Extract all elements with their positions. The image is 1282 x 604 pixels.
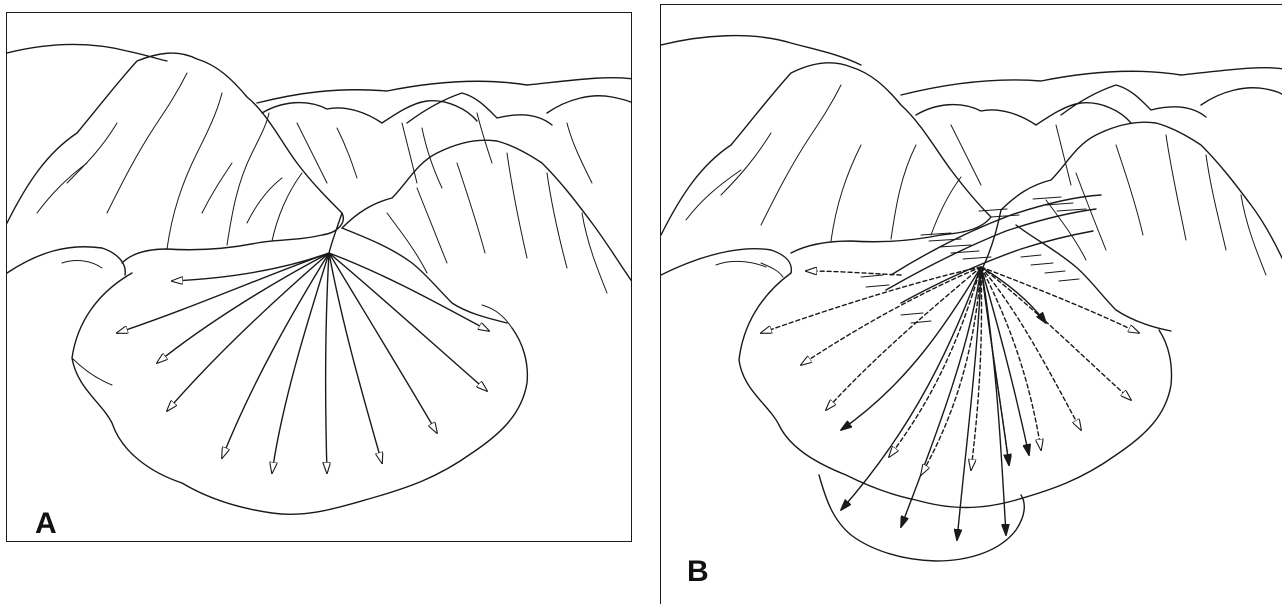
panel-label-b: B: [687, 557, 709, 587]
left-foothills: [7, 247, 125, 275]
horizon-ridge-b: [661, 36, 861, 65]
right-mountain-b: [1001, 122, 1282, 260]
right-mountain: [342, 140, 632, 283]
left-mountain: [7, 53, 343, 263]
alluvial-fan-sketch-a: [7, 13, 632, 542]
alluvial-fan-sketch-b: [661, 5, 1282, 604]
panel-label-a: A: [35, 509, 57, 539]
diagram-panel-b: B: [660, 4, 1282, 604]
flow-arrows-a: [117, 253, 489, 473]
fan-lobe-b: [819, 475, 1024, 561]
left-mountain-b: [661, 63, 991, 253]
central-hills: [262, 101, 477, 123]
fan-outline: [72, 273, 527, 514]
flow-arrows-b: [761, 267, 1139, 540]
diagram-panel-a: A: [6, 12, 632, 542]
